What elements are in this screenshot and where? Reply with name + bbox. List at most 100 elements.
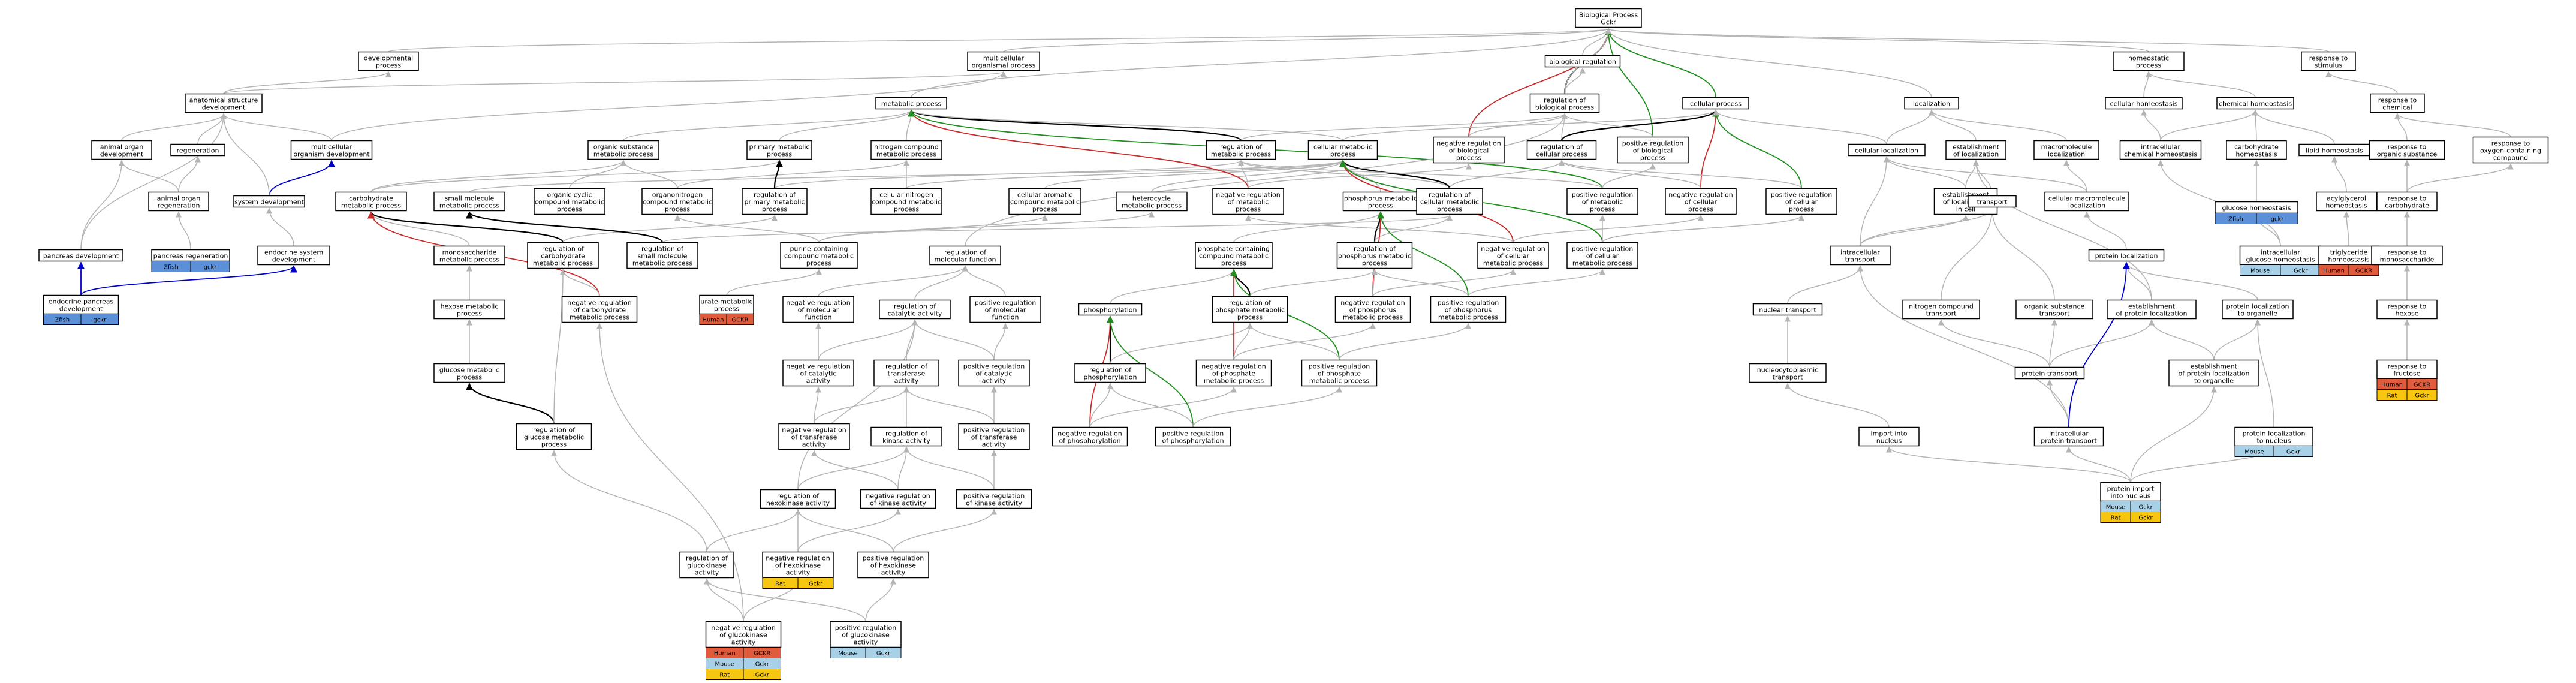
go-term-transport[interactable]: transport — [1968, 195, 2017, 208]
go-term-biolreg[interactable]: biological regulation — [1544, 55, 1621, 68]
go-term-glucosehomeo[interactable]: glucose homeostasis — [2215, 201, 2298, 214]
go-term-pancdev[interactable]: pancreas development — [38, 249, 123, 262]
go-term-chemhomeo[interactable]: chemical homeostasis — [2216, 97, 2294, 110]
go-term-nucltrans[interactable]: nuclear transport — [1752, 303, 1823, 316]
go-term-protloc[interactable]: protein localization — [2088, 249, 2165, 262]
go-term-cellproc[interactable]: cellular process — [1682, 97, 1749, 110]
go-term-cellhomeo[interactable]: cellular homeostasis — [2105, 97, 2183, 110]
go-term-pancregen[interactable]: pancreas regeneration — [151, 249, 230, 262]
go-term-sysdev[interactable]: system development — [233, 195, 305, 208]
go-term-prottrans[interactable]: protein transport — [2014, 366, 2085, 380]
go-term-metproc[interactable]: metabolic process — [875, 97, 947, 110]
go-term-localization[interactable]: localization — [1904, 97, 1959, 110]
go-term-lipidhomeo[interactable]: lipid homeostasis — [2298, 143, 2370, 157]
